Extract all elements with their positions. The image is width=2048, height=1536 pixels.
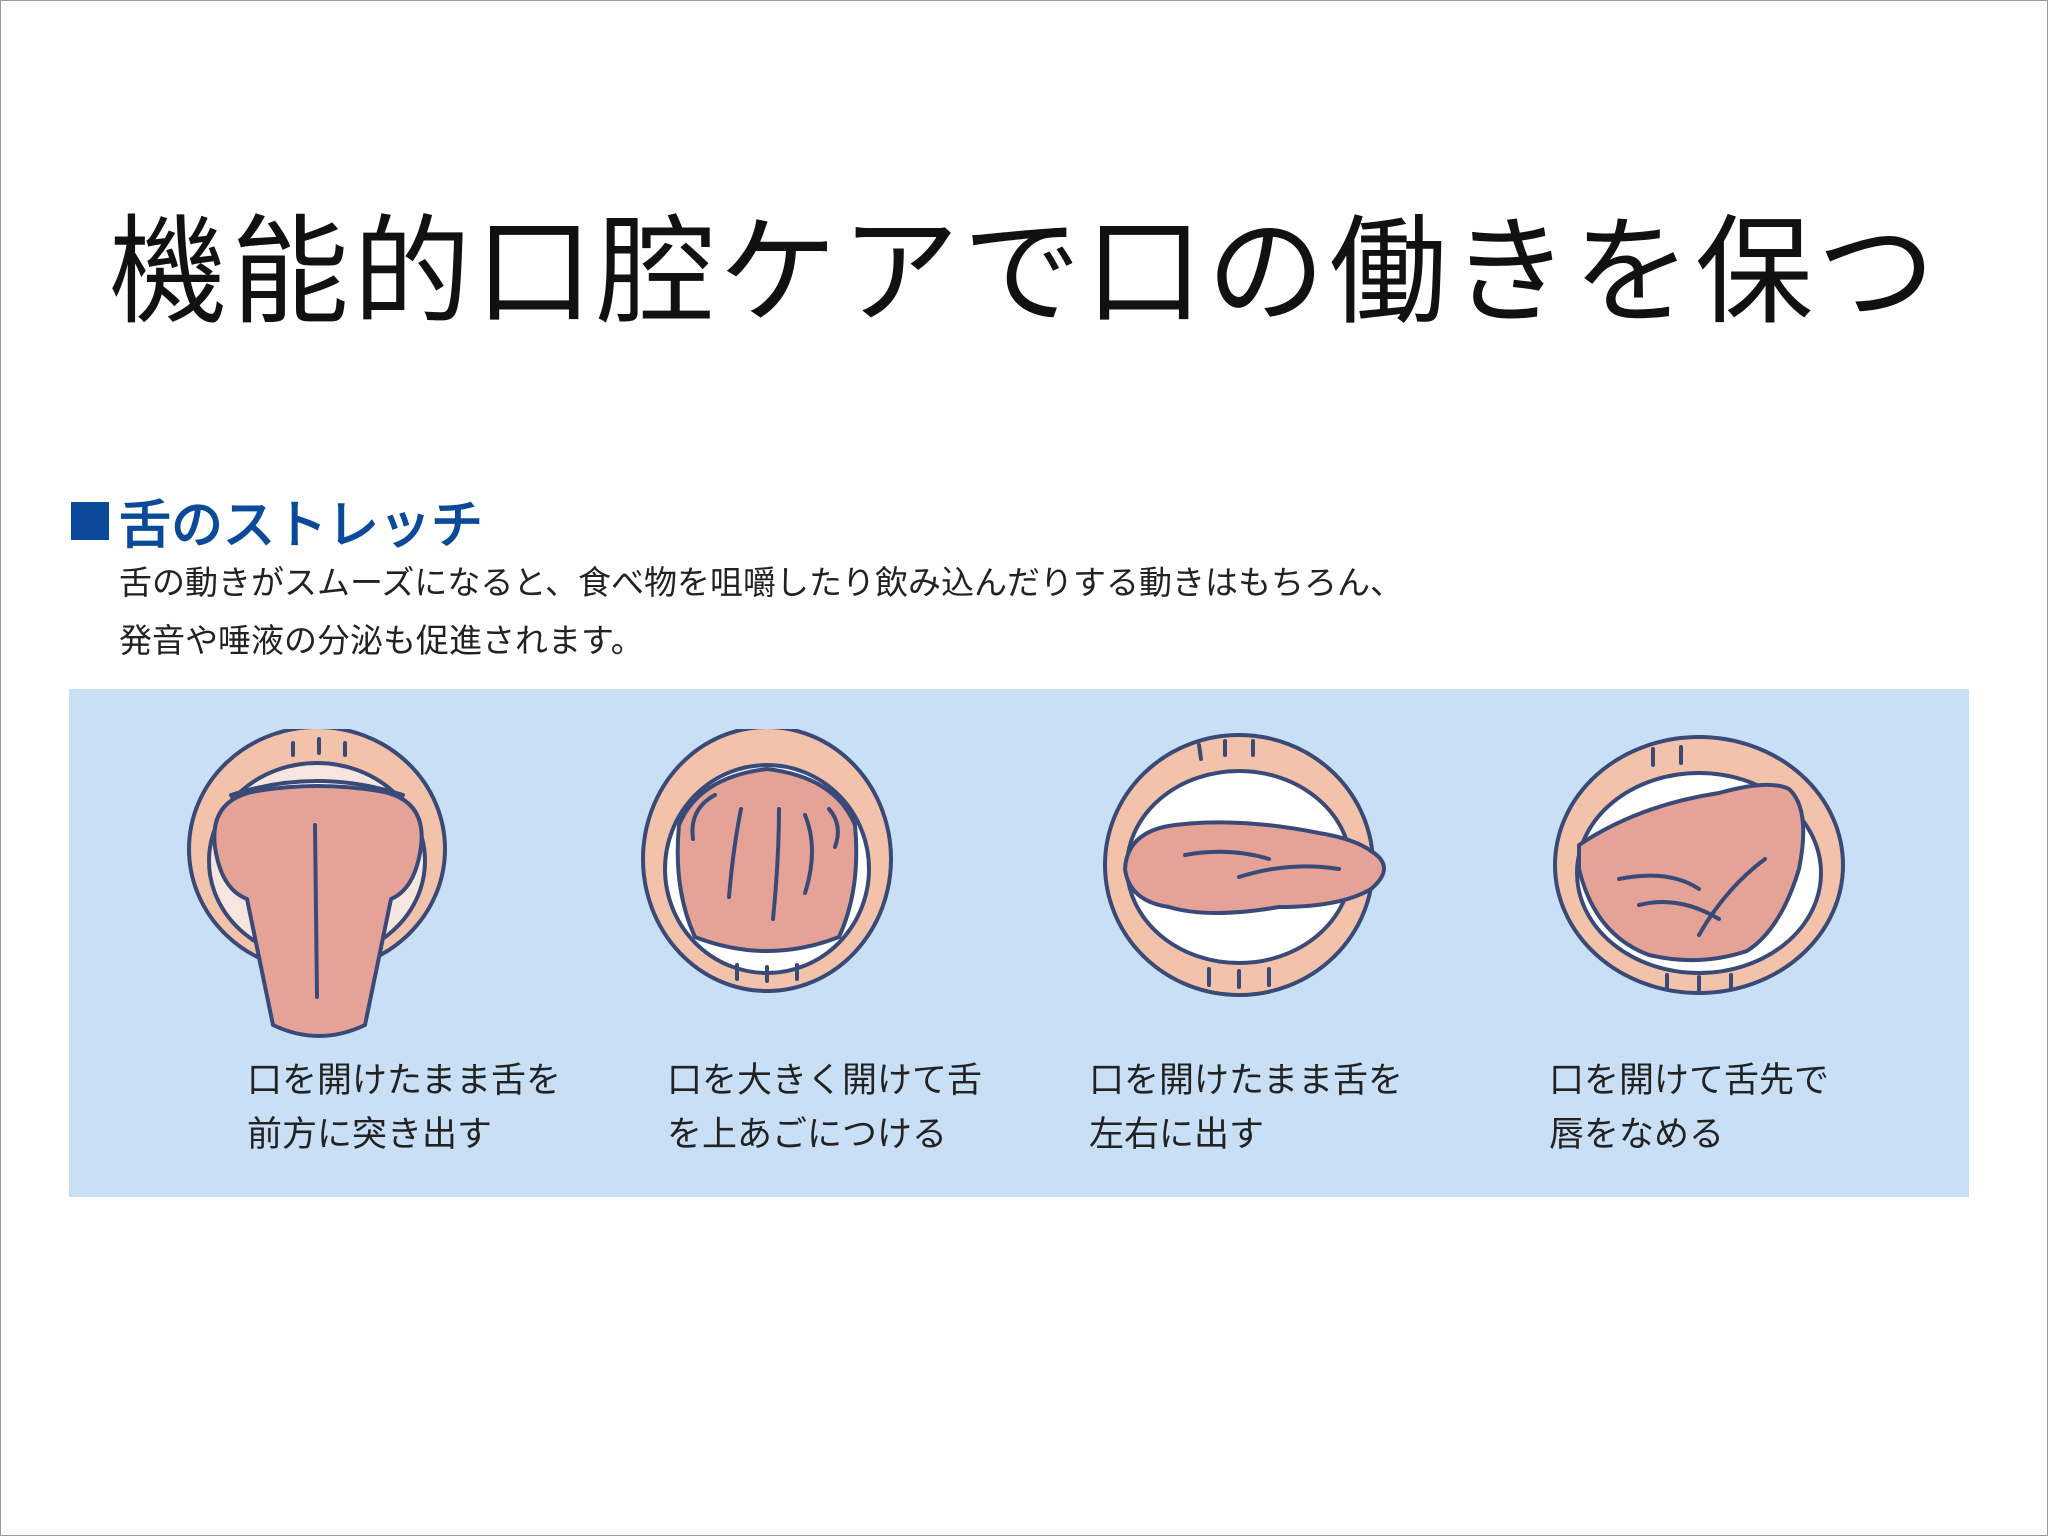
description-line: 発音や唾液の分泌も促進されます。 [119,621,644,660]
tongue-lick-lips-icon [1553,735,1845,995]
exercise-panel: 口を開けたまま舌を 前方に突き出す [69,689,1969,1197]
section-title: 舌のストレッチ [119,496,484,556]
description-line: 舌の動きがスムーズになると、食べ物を咀嚼したり飲み込んだりする動きはもちろん、 [119,563,1404,602]
caption-line: 口を開けたまま舌を [1089,1061,1403,1101]
caption-line: 前方に突き出す [247,1115,493,1155]
caption-line: を上あごにつける [667,1115,948,1155]
tongue-up-icon [641,729,893,993]
exercise-caption: 口を開けて舌先で 唇をなめる [1549,1054,1829,1162]
exercise-caption: 口を大きく開けて舌 を上あごにつける [667,1054,982,1162]
caption-line: 口を開けたまま舌を [247,1061,561,1101]
tongue-forward-icon [187,729,447,1038]
section-description: 舌の動きがスムーズになると、食べ物を咀嚼したり飲み込んだりする動きはもちろん、 … [119,554,1919,670]
caption-line: 口を開けて舌先で [1549,1061,1830,1101]
caption-line: 左右に出す [1089,1115,1265,1155]
square-bullet-icon [71,501,109,540]
exercise-item: 口を開けたまま舌を 左右に出す [1089,689,1529,1197]
tongue-sideways-icon [1103,733,1386,997]
caption-line: 口を大きく開けて舌 [667,1061,983,1101]
section-heading: 舌のストレッチ [71,483,483,558]
exercise-item: 口を大きく開けて舌 を上あごにつける [629,689,1069,1197]
exercise-caption: 口を開けたまま舌を 前方に突き出す [247,1054,561,1162]
exercise-caption: 口を開けたまま舌を 左右に出す [1089,1054,1403,1162]
exercise-item: 口を開けたまま舌を 前方に突き出す [169,689,609,1197]
exercise-item: 口を開けて舌先で 唇をなめる [1549,689,1989,1197]
caption-line: 唇をなめる [1549,1115,1725,1155]
page-title: 機能的口腔ケアで口の働きを保つ [108,203,1939,341]
